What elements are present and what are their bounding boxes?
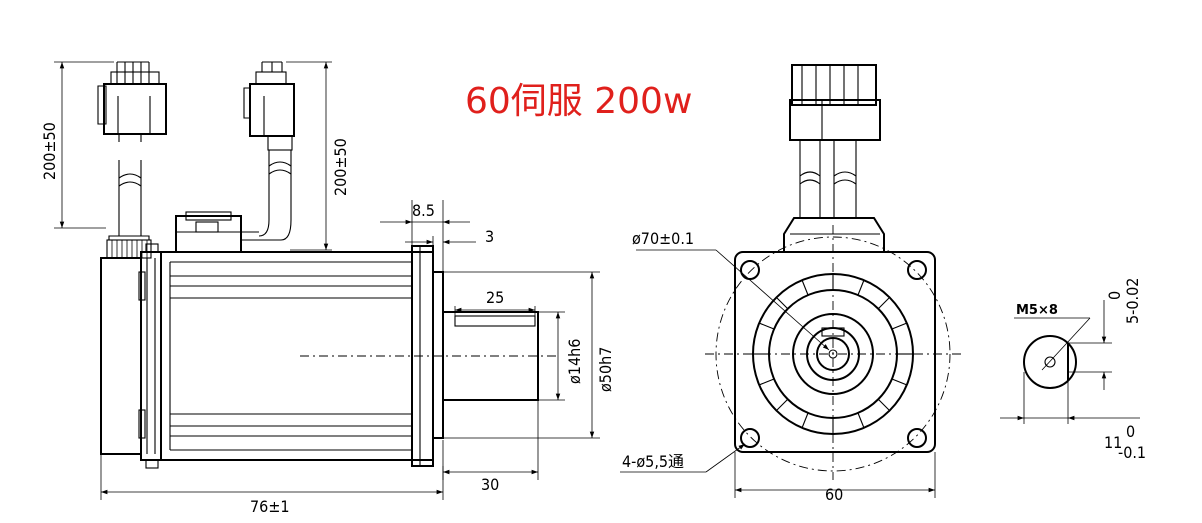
pilot	[432, 271, 444, 439]
dim-cable-right: 200±50	[331, 138, 350, 196]
dim-body-length: 76±1	[250, 497, 290, 516]
right-connector	[249, 83, 295, 137]
dim-shaft-diameter: ø14h6	[565, 339, 584, 384]
label-key-bottom: 5-0.02	[1123, 278, 1142, 324]
label-mount-holes: 4-ø5,5通	[622, 452, 684, 471]
dim-pilot-diameter: ø50h7	[596, 347, 615, 392]
label-key-top: 0	[1105, 291, 1124, 300]
left-cable	[97, 61, 167, 236]
front-view: ø70±0.1 4-ø5,5通 60	[620, 64, 962, 504]
label-bolt-circle: ø70±0.1	[632, 229, 694, 248]
label-width-main: 11	[1104, 433, 1122, 452]
right-cable	[241, 61, 295, 241]
cable-gland	[106, 239, 152, 259]
square-flange	[734, 251, 936, 453]
left-connector	[103, 83, 167, 135]
dim-flange-thickness: 8.5	[412, 201, 435, 220]
rear-cover	[100, 257, 142, 455]
shaft-detail: M5×8 0 5-0.02 11 0 -0.1	[1000, 278, 1146, 462]
label-thread: M5×8	[1016, 303, 1058, 318]
dim-flange-step: 3	[485, 227, 494, 246]
connector-housing	[175, 215, 242, 253]
drawing-title: 60伺服 200w	[465, 81, 692, 122]
motor-body	[160, 251, 434, 461]
dim-shaft-length: 30	[481, 475, 499, 494]
label-width-top: 0	[1126, 422, 1135, 441]
dim-cable-left: 200±50	[40, 122, 59, 180]
dim-flange-width: 60	[825, 485, 843, 504]
dim-key-length: 25	[486, 288, 504, 307]
side-view: 200±50 200±50 8.5 3 25 ø14h6 ø50h7	[40, 61, 615, 516]
key	[454, 315, 536, 327]
label-width-bottom: -0.1	[1118, 443, 1146, 462]
